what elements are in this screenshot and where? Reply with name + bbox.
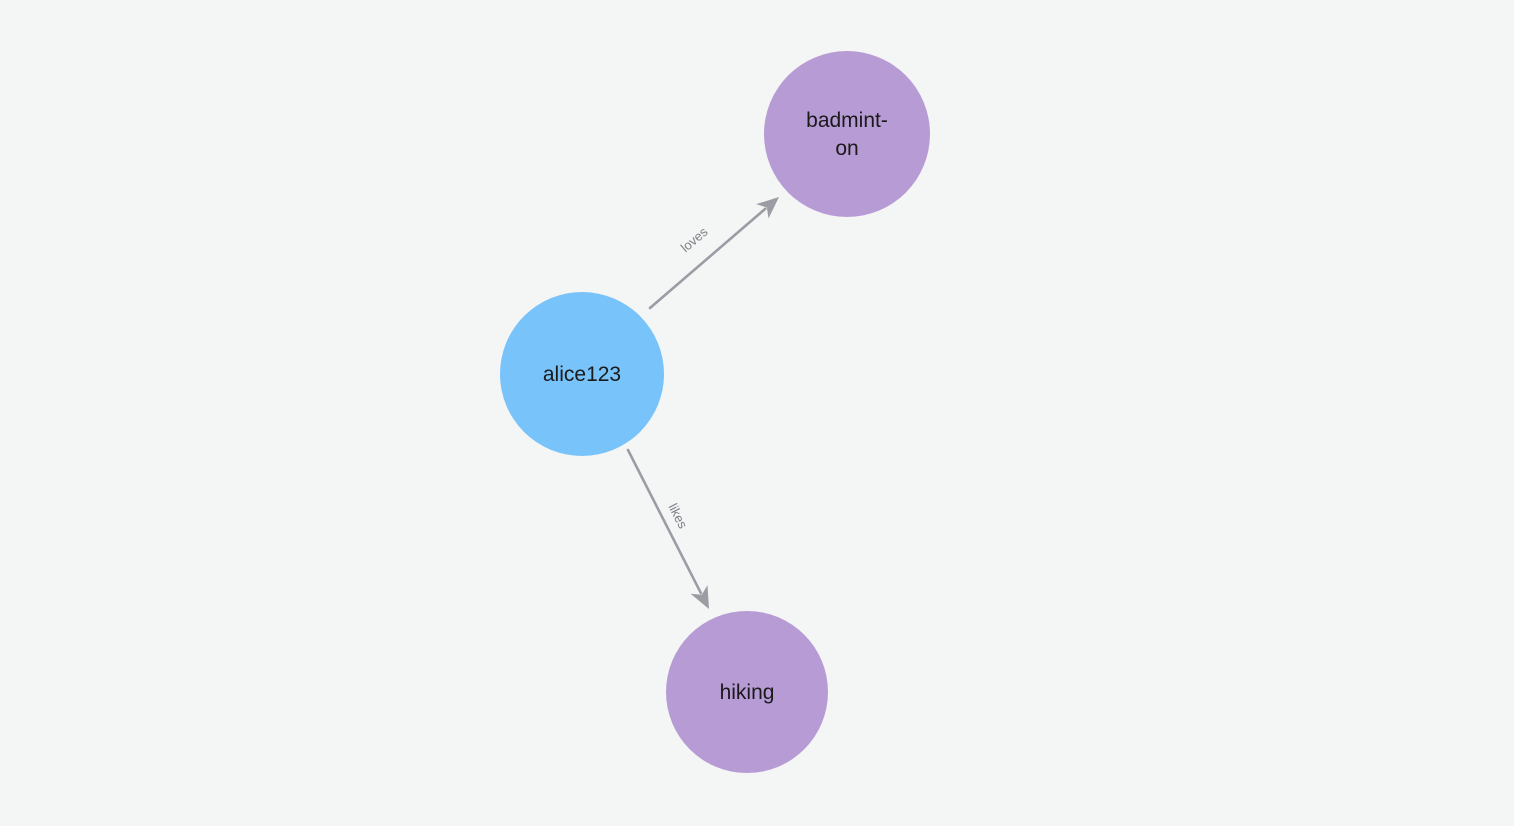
graph-edge[interactable]: loves	[648, 197, 779, 310]
edge-arrowhead-icon	[756, 197, 779, 219]
node-label: badmint-	[806, 109, 888, 132]
edge-line	[626, 448, 703, 595]
node-circle[interactable]	[666, 611, 828, 773]
graph-node-alice123[interactable]: alice123	[500, 292, 664, 456]
edge-label: likes	[665, 501, 690, 531]
edge-label: loves	[678, 224, 711, 255]
node-label: hiking	[720, 681, 775, 704]
node-label: on	[835, 137, 858, 160]
node-circle[interactable]	[500, 292, 664, 456]
graph-edge[interactable]: likes	[626, 448, 709, 609]
node-label: alice123	[543, 363, 621, 386]
edge-arrowhead-icon	[690, 585, 709, 609]
graph-node-hiking[interactable]: hiking	[666, 611, 828, 773]
graph-node-badminton[interactable]: badmint-on	[764, 51, 930, 217]
edge-line	[648, 207, 767, 310]
node-circle[interactable]	[764, 51, 930, 217]
